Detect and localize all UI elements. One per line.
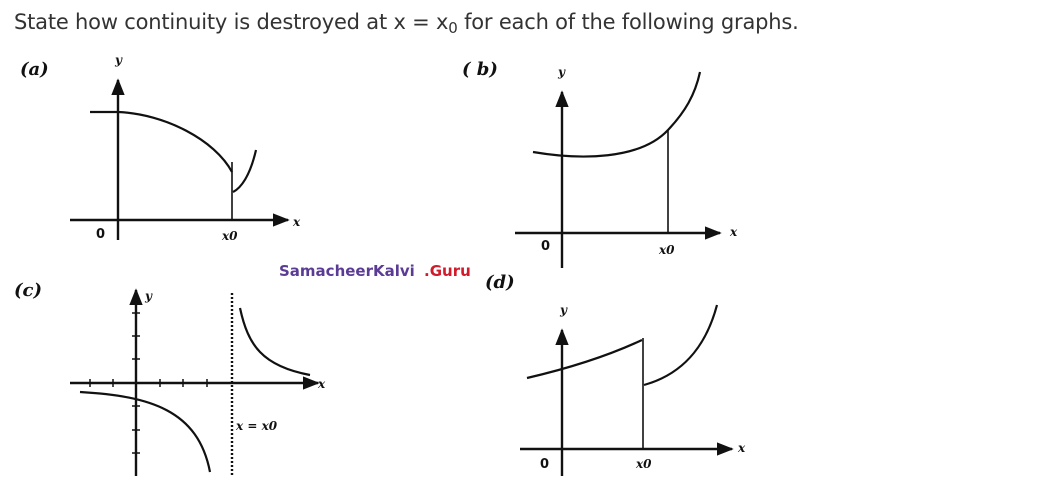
graph-c: (c) y x x = x0 [14, 280, 326, 476]
graph-d: (d) y x 0 x0 [485, 272, 746, 476]
question-text: State how continuity is destroyed at x =… [14, 10, 799, 37]
watermark-part1: SamacheerKalvi [279, 262, 415, 280]
graph-b-curve [532, 71, 702, 158]
graph-d-label: (d) [485, 272, 515, 293]
graph-d-origin-label: 0 [540, 457, 549, 472]
graph-a-y-label: y [114, 53, 123, 67]
watermark: SamacheerKalvi .Guru [279, 262, 471, 280]
question-text-after: for each of the following graphs. [457, 10, 799, 34]
graph-d-x-label: x [737, 441, 746, 455]
graph-c-right-branch [238, 307, 311, 377]
graph-d-y-label: y [559, 303, 568, 317]
graph-b-x-label: x [729, 225, 738, 239]
graph-c-left-branch [79, 390, 212, 473]
graph-c-label: (c) [14, 280, 42, 301]
graph-b-label: ( b) [462, 59, 498, 80]
graph-a-x-label: x [292, 215, 301, 229]
graph-d-x0-label: x0 [635, 457, 652, 471]
graph-d-left-curve [526, 339, 643, 380]
graph-b-x0-label: x0 [658, 243, 675, 257]
graph-c-ticks [89, 312, 208, 454]
graph-c-y-label: y [144, 289, 153, 303]
graph-a-right-curve [232, 149, 258, 193]
graph-b: ( b) y x 0 x0 [462, 59, 738, 268]
graph-a-origin-label: 0 [96, 227, 105, 242]
graph-a: (a) y x 0 x0 [20, 53, 301, 243]
graph-a-x0-label: x0 [221, 229, 238, 243]
question-text-before: State how continuity is destroyed at x =… [14, 10, 449, 34]
question-subscript: 0 [448, 19, 458, 37]
graph-a-label: (a) [20, 59, 49, 80]
graph-c-asymptote-label: x = x0 [235, 419, 278, 433]
graph-c-x-label: x [317, 377, 326, 391]
watermark-part2: .Guru [424, 262, 471, 280]
graph-b-origin-label: 0 [541, 239, 550, 254]
graph-b-y-label: y [557, 65, 566, 79]
graph-a-left-curve [90, 110, 233, 173]
graph-d-right-curve [643, 304, 719, 387]
